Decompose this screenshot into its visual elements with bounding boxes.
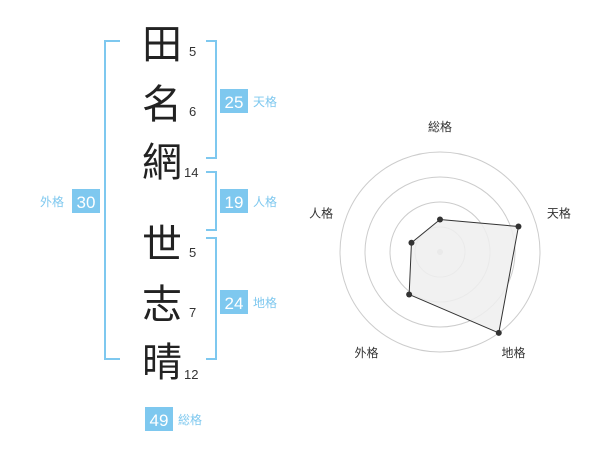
given-strokes-1: 5	[189, 245, 196, 260]
soukaku-label: 総格	[178, 412, 202, 427]
given-strokes-2: 7	[189, 305, 196, 320]
gaikaku-label: 外格	[40, 194, 64, 209]
gaikaku-value: 30	[77, 193, 96, 212]
tenkaku-value: 25	[225, 93, 244, 112]
surname-char-1: 田	[142, 22, 182, 68]
radar-polygon	[408, 218, 520, 334]
radar-point-2	[515, 223, 522, 230]
radar-point-4	[406, 291, 413, 298]
radar-axis-label-5: 人格	[309, 205, 333, 220]
surname-strokes-2: 6	[189, 104, 196, 119]
given-strokes-3: 12	[184, 367, 198, 382]
tenkaku-label: 天格	[253, 94, 277, 109]
radar-axis-label-4: 外格	[355, 345, 379, 360]
gaikaku-badge	[72, 189, 100, 213]
radar-ring-4	[339, 151, 541, 353]
jinkaku-value: 19	[225, 193, 244, 212]
surname-char-3: 網	[142, 140, 182, 186]
surname-strokes-3: 14	[184, 165, 198, 180]
surname-strokes-1: 5	[189, 44, 196, 59]
chikaku-bracket	[206, 237, 217, 360]
tenkaku-bracket	[206, 40, 217, 159]
gaikaku-bracket	[104, 40, 120, 360]
soukaku-value: 49	[150, 411, 169, 430]
radar-axis-label-1: 総格	[428, 119, 452, 134]
chikaku-badge	[220, 290, 248, 314]
radar-point-5	[408, 239, 415, 246]
given-char-2: 志	[142, 282, 182, 328]
surname-char-2: 名	[142, 82, 182, 128]
soukaku-badge	[145, 407, 173, 431]
jinkaku-bracket	[206, 171, 217, 231]
jinkaku-badge	[220, 189, 248, 213]
chikaku-label: 地格	[253, 295, 277, 310]
given-char-3: 晴	[142, 340, 182, 386]
radar-ring-3	[364, 176, 516, 328]
given-char-1: 世	[142, 222, 182, 268]
tenkaku-badge	[220, 89, 248, 113]
chikaku-value: 24	[225, 294, 244, 313]
jinkaku-label: 人格	[253, 194, 277, 209]
radar-axis-label-3: 地格	[501, 345, 525, 360]
radar-axis-label-2: 天格	[547, 205, 571, 220]
radar-point-3	[495, 329, 502, 336]
radar-point-1	[437, 216, 443, 223]
